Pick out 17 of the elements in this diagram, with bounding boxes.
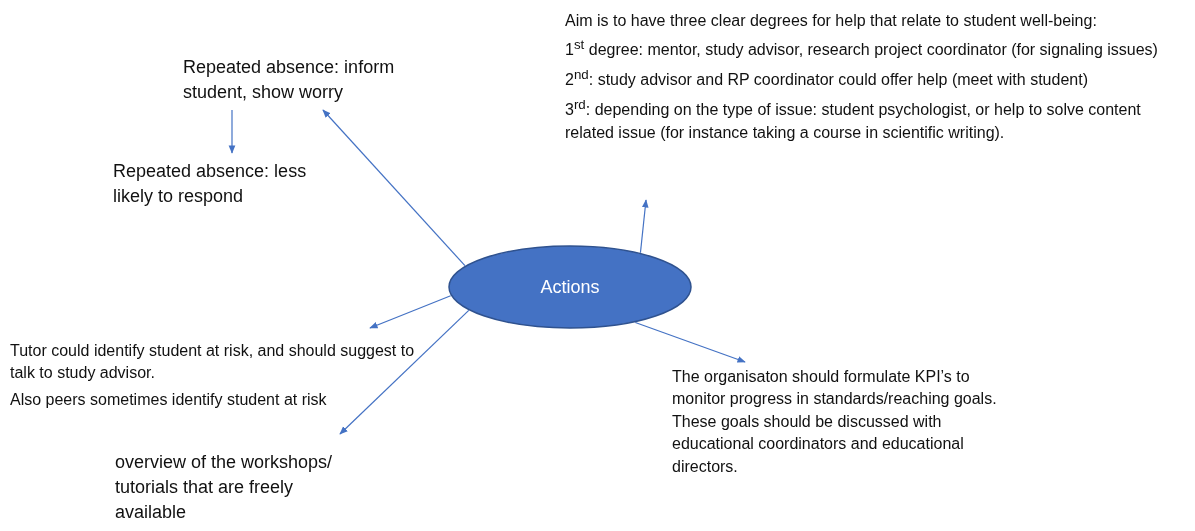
arrow xyxy=(369,295,452,329)
node-label: Actions xyxy=(540,276,600,298)
note-text: Also peers sometimes identify student at risk xyxy=(10,389,328,410)
note-text: Repeated absence: less likely to respond xyxy=(113,160,308,209)
note-text: Aim is to have three clear degrees for help that relate to student well-being: xyxy=(565,11,1098,31)
note-text: 1$^{st}$ degree: mentor, study advisor, research project coordinator (for signaling issues) xyxy=(565,36,1159,61)
note-text: 3$^{rd}$: depending on the type of issue: student psychologist, or help to solve content related issue (for instance taking a course in scientific writing). xyxy=(565,95,1142,143)
arrow xyxy=(228,109,236,154)
note-text: The organisaton should formulate KPI’s to monitor progress in standards/reaching goals. These goals should be discussed with educational coordinators and educational directors. xyxy=(672,367,998,477)
note-text: Tutor could identify student at risk, and should suggest to talk to study advisor. xyxy=(10,341,416,384)
note-text: overview of the workshops/ tutorials that are freely available xyxy=(115,451,334,525)
note-text: Repeated absence: inform student, show worry xyxy=(183,56,396,105)
arrow xyxy=(634,321,746,363)
arrow xyxy=(322,109,466,267)
note-text: 2$^{nd}$: study advisor and RP coordinator could offer help (meet with student) xyxy=(565,66,1089,91)
arrow xyxy=(339,309,470,435)
arrow xyxy=(639,199,649,254)
